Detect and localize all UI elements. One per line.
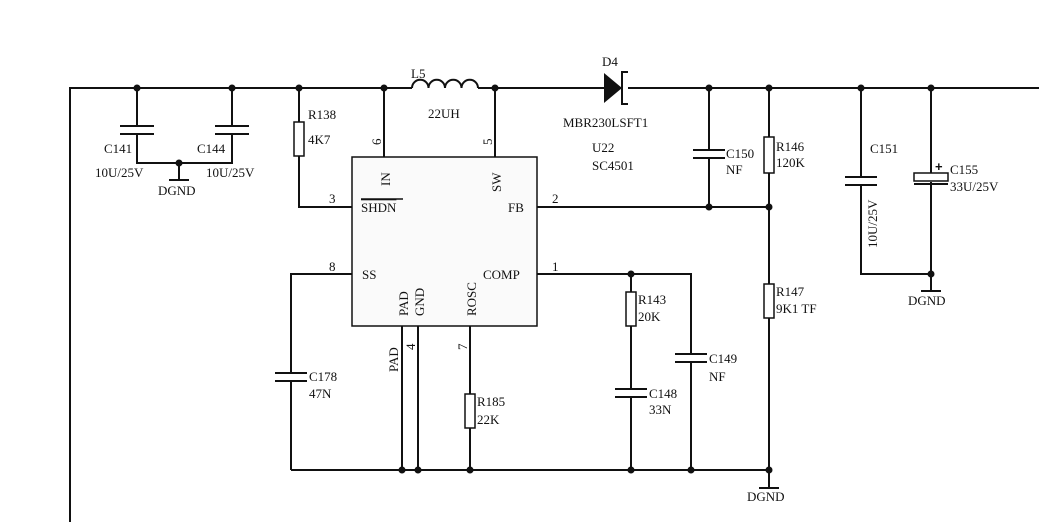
l5-ref: L5: [411, 66, 425, 81]
d4-ref: D4: [602, 54, 618, 69]
resistor-r147: [763, 283, 775, 319]
pin-rosc-label: ROSC: [464, 282, 479, 316]
junction-dot: [857, 84, 865, 92]
wire-input-caps-bottom: [136, 134, 233, 164]
capacitor-c149: [675, 353, 707, 363]
junction-dot: [295, 84, 303, 92]
junction-dot: [398, 466, 406, 474]
pin-gnd-number: 4: [403, 343, 418, 350]
junction-dot: [627, 466, 635, 474]
ic-part: SC4501: [592, 158, 634, 173]
resistor-r138: [293, 121, 305, 157]
r143-ref: R143: [638, 292, 666, 307]
inductor-l5: [411, 78, 479, 89]
dgnd-label-left: DGND: [158, 183, 196, 198]
dgnd-label-bottom: DGND: [747, 489, 785, 504]
pin-rosc-number: 7: [455, 343, 470, 350]
pin-ss-number: 8: [329, 259, 336, 274]
junction-dot: [380, 84, 388, 92]
wire-comp: [537, 273, 692, 354]
c144-value: 10U/25V: [206, 165, 255, 180]
junction-dot: [175, 159, 183, 167]
wires: [69, 87, 1039, 522]
capacitor-c144: [215, 125, 249, 135]
c148-value: 33N: [649, 402, 672, 417]
c148-ref: C148: [649, 386, 677, 401]
pin-shdn-number: 3: [329, 191, 336, 206]
junction-dot: [491, 84, 499, 92]
r147-ref: R147: [776, 284, 805, 299]
junctions: [133, 84, 935, 474]
pin-sw-number: 5: [480, 139, 495, 146]
c178-value: 47N: [309, 386, 332, 401]
junction-dot: [927, 270, 935, 278]
pad-net-label: PAD: [386, 347, 401, 372]
junction-dot: [133, 84, 141, 92]
c150-ref: C150: [726, 146, 754, 161]
junction-dot: [705, 203, 713, 211]
capacitor-c151: [845, 176, 877, 186]
l5-value: 22UH: [428, 106, 460, 121]
r146-value: 120K: [776, 155, 806, 170]
dgnd-label-right: DGND: [908, 293, 946, 308]
r185-value: 22K: [477, 412, 500, 427]
r185-ref: R185: [477, 394, 505, 409]
wire-output-caps-bottom: [860, 185, 931, 275]
junction-dot: [228, 84, 236, 92]
c155-ref: C155: [950, 162, 978, 177]
junction-dot: [765, 466, 773, 474]
pin-sw-label: SW: [489, 172, 504, 192]
c144-ref: C144: [197, 141, 226, 156]
c155-polarity-mark: +: [935, 159, 943, 174]
c151-ref: C151: [870, 141, 898, 156]
resistor-r143: [625, 291, 637, 327]
c149-ref: C149: [709, 351, 737, 366]
ic-u22: [351, 156, 538, 327]
c149-value: NF: [709, 369, 726, 384]
junction-dot: [414, 466, 422, 474]
pin-in-number: 6: [369, 138, 384, 145]
wire-r138-shdn: [298, 156, 352, 208]
pin-fb-number: 2: [552, 191, 559, 206]
junction-dot: [705, 84, 713, 92]
c141-value: 10U/25V: [95, 165, 144, 180]
pin-gnd-label: GND: [412, 288, 427, 316]
junction-dot: [687, 466, 695, 474]
pin-in-label: IN: [378, 172, 393, 186]
c141-ref: C141: [104, 141, 132, 156]
capacitor-c150: [693, 149, 725, 159]
junction-dot: [765, 84, 773, 92]
pin-comp-label: COMP: [483, 267, 520, 282]
wire-ss: [290, 273, 352, 373]
c155-value: 33U/25V: [950, 179, 999, 194]
c151-value: 10U/25V: [865, 199, 880, 248]
junction-dot: [927, 84, 935, 92]
r138-value: 4K7: [308, 132, 331, 147]
capacitor-c148: [615, 388, 647, 398]
r143-value: 20K: [638, 309, 661, 324]
r146-ref: R146: [776, 139, 805, 154]
ic-ref: U22: [592, 140, 614, 155]
junction-dot: [765, 203, 773, 211]
capacitor-c178: [275, 372, 307, 382]
r147-value: 9K1 TF: [776, 301, 817, 316]
pin-shdn-label: SHDN: [361, 200, 397, 215]
r138-ref: R138: [308, 107, 336, 122]
d4-value: MBR230LSFT1: [563, 115, 648, 130]
diode-d4: [604, 71, 628, 105]
c178-ref: C178: [309, 369, 337, 384]
pin-ss-label: SS: [362, 267, 376, 282]
junction-dot: [627, 270, 635, 278]
capacitor-c155: [913, 172, 949, 185]
pin-pad-label: PAD: [396, 291, 411, 316]
junction-dot: [466, 466, 474, 474]
c150-value: NF: [726, 162, 743, 177]
resistor-r146: [763, 136, 775, 174]
pin-fb-label: FB: [508, 200, 524, 215]
capacitor-c141: [120, 125, 154, 135]
pin-comp-number: 1: [552, 259, 559, 274]
resistor-r185: [464, 393, 476, 429]
